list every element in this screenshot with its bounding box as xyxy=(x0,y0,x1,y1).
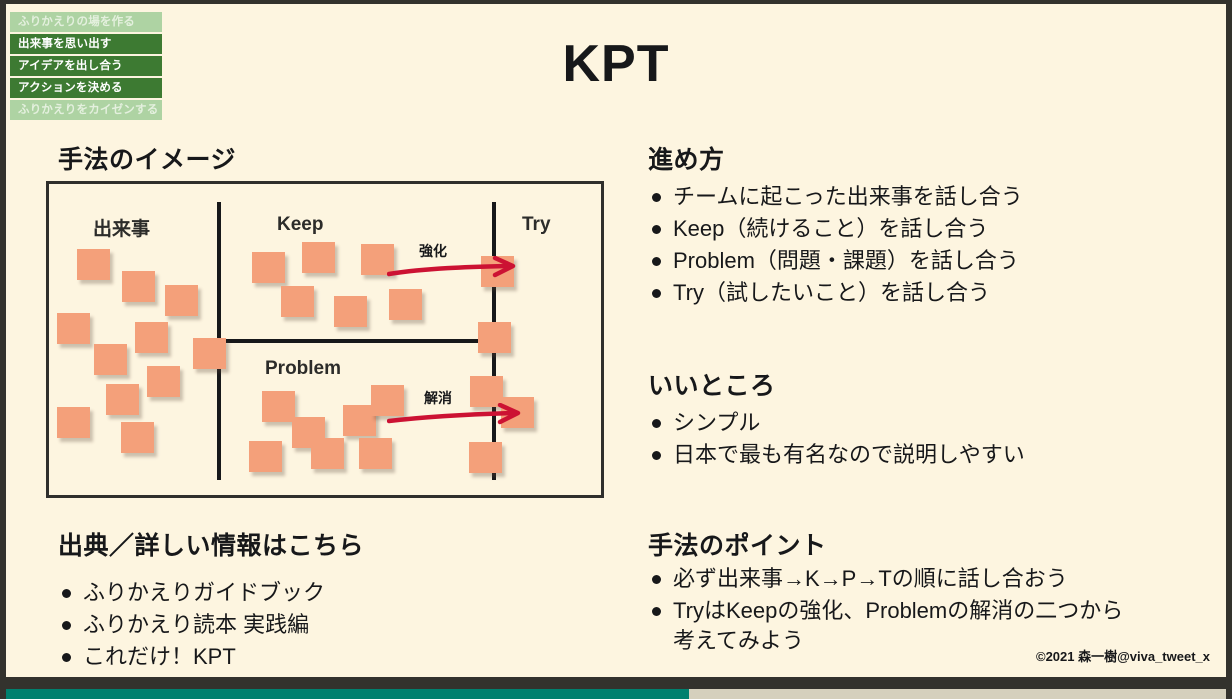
list-item-label: 必ず出来事→K→P→Tの順に話し合おう xyxy=(673,566,1068,591)
sources-list: ふりかえりガイドブックふりかえり読本 実践編これだけ！KPT xyxy=(62,578,325,674)
list-item-label: TryはKeepの強化、Problemの解消の二つから 考えてみよう xyxy=(673,598,1124,653)
slide-canvas: ふりかえりの場を作る出来事を思い出すアイデアを出し合うアクションを決めるふりかえ… xyxy=(6,4,1226,677)
sticky-note-events xyxy=(106,384,139,415)
slide-progress-bar xyxy=(6,689,1226,699)
section-heading-points: 手法のポイント xyxy=(648,532,827,560)
page-title: KPT xyxy=(562,35,670,93)
bullet-icon xyxy=(652,289,661,298)
howto-list: チームに起こった出来事を話し合う Keep（続けること）を話し合う Problem（… xyxy=(652,182,1023,310)
column-label-problem: Problem xyxy=(265,358,342,379)
bullet-icon xyxy=(652,575,661,584)
section-heading-diagram: 手法のイメージ xyxy=(58,146,237,174)
list-item-label: ふりかえり読本 実践編 xyxy=(83,612,310,637)
sticky-note-problem xyxy=(359,438,392,469)
column-label-events: 出来事 xyxy=(93,219,151,240)
step-item-2[interactable]: 出来事を思い出す xyxy=(10,34,162,54)
column-label-keep: Keep xyxy=(277,214,324,235)
list-item: ふりかえり読本 実践編 xyxy=(62,610,325,640)
list-item: シンプル xyxy=(652,408,1025,438)
list-item: Try（試したいこと）を話し合う xyxy=(652,278,1023,308)
section-heading-howto: 進め方 xyxy=(648,146,725,174)
step-item-1[interactable]: ふりかえりの場を作る xyxy=(10,12,162,32)
arrow-problem-to-try xyxy=(387,403,521,425)
sticky-note-problem xyxy=(249,441,282,472)
list-item: Problem（問題・課題）を話し合う xyxy=(652,246,1023,276)
arrow-label-reinforce: 強化 xyxy=(419,243,447,259)
sticky-note-problem xyxy=(343,405,376,436)
slide-progress-fill xyxy=(6,689,690,699)
sticky-note-events xyxy=(165,285,198,316)
list-item: Keep（続けること）を話し合う xyxy=(652,214,1023,244)
points-list: 必ず出来事→K→P→Tの順に話し合おう TryはKeepの強化、Problemの解… xyxy=(652,564,1123,658)
arrow-keep-to-try xyxy=(387,256,516,278)
list-item-label: Try（試したいこと）を話し合う xyxy=(673,280,990,305)
copyright-notice: ©2021 森一樹@viva_tweet_x xyxy=(1035,649,1210,664)
sticky-note-try xyxy=(469,442,502,473)
sticky-note-problem xyxy=(371,385,404,416)
sticky-note-try xyxy=(478,322,511,353)
retrospective-step-indicator: ふりかえりの場を作る出来事を思い出すアイデアを出し合うアクションを決めるふりかえ… xyxy=(10,12,162,122)
list-item-label: ふりかえりガイドブック xyxy=(83,580,326,605)
bullet-icon xyxy=(652,225,661,234)
sticky-note-try xyxy=(470,376,503,407)
list-item: チームに起こった出来事を話し合う xyxy=(652,182,1023,212)
step-item-5[interactable]: ふりかえりをカイゼンする xyxy=(10,100,162,120)
list-item-label: チームに起こった出来事を話し合う xyxy=(673,184,1023,209)
bullet-icon xyxy=(652,607,661,616)
sticky-note-events xyxy=(135,322,168,353)
divider-keep-problem xyxy=(217,339,496,343)
list-item-label: Keep（続けること）を話し合う xyxy=(673,216,989,241)
sticky-note-events xyxy=(121,422,154,453)
list-item: ふりかえりガイドブック xyxy=(62,578,325,608)
bullet-icon xyxy=(62,653,71,662)
list-item: TryはKeepの強化、Problemの解消の二つから 考えてみよう xyxy=(652,596,1123,656)
column-label-try: Try xyxy=(522,214,551,235)
arrow-label-resolve: 解消 xyxy=(424,390,452,406)
section-heading-sources: 出典／詳しい情報はこちら xyxy=(58,532,365,560)
sticky-note-events xyxy=(193,338,226,369)
sticky-note-problem xyxy=(311,438,344,469)
list-item: 必ず出来事→K→P→Tの順に話し合おう xyxy=(652,564,1123,594)
bullet-icon xyxy=(652,257,661,266)
list-item: これだけ！KPT xyxy=(62,642,325,672)
list-item: 日本で最も有名なので説明しやすい xyxy=(652,440,1025,470)
bullet-icon xyxy=(652,451,661,460)
sticky-note-keep xyxy=(361,244,394,275)
sticky-note-events xyxy=(57,313,90,344)
sticky-note-events xyxy=(77,249,110,280)
bullet-icon xyxy=(62,621,71,630)
bullet-icon xyxy=(652,419,661,428)
sticky-note-events xyxy=(122,271,155,302)
bullet-icon xyxy=(652,193,661,202)
sticky-note-keep xyxy=(281,286,314,317)
list-item-label: シンプル xyxy=(673,410,761,435)
step-item-4[interactable]: アクションを決める xyxy=(10,78,162,98)
bullet-icon xyxy=(62,589,71,598)
good-list: シンプル日本で最も有名なので説明しやすい xyxy=(652,408,1025,472)
kpt-diagram: 出来事 Keep Problem Try 強化 解消 xyxy=(46,181,604,498)
sticky-note-events xyxy=(147,366,180,397)
sticky-note-events xyxy=(94,344,127,375)
sticky-note-keep xyxy=(389,289,422,320)
step-item-3[interactable]: アイデアを出し合う xyxy=(10,56,162,76)
list-item-label: Problem（問題・課題）を話し合う xyxy=(673,248,1019,273)
sticky-note-problem xyxy=(262,391,295,422)
sticky-note-keep xyxy=(252,252,285,283)
list-item-label: これだけ！KPT xyxy=(83,644,236,669)
section-heading-good: いいところ xyxy=(648,372,776,400)
list-item-label: 日本で最も有名なので説明しやすい xyxy=(673,442,1025,467)
sticky-note-keep xyxy=(334,296,367,327)
sticky-note-events xyxy=(57,407,90,438)
sticky-note-keep xyxy=(302,242,335,273)
